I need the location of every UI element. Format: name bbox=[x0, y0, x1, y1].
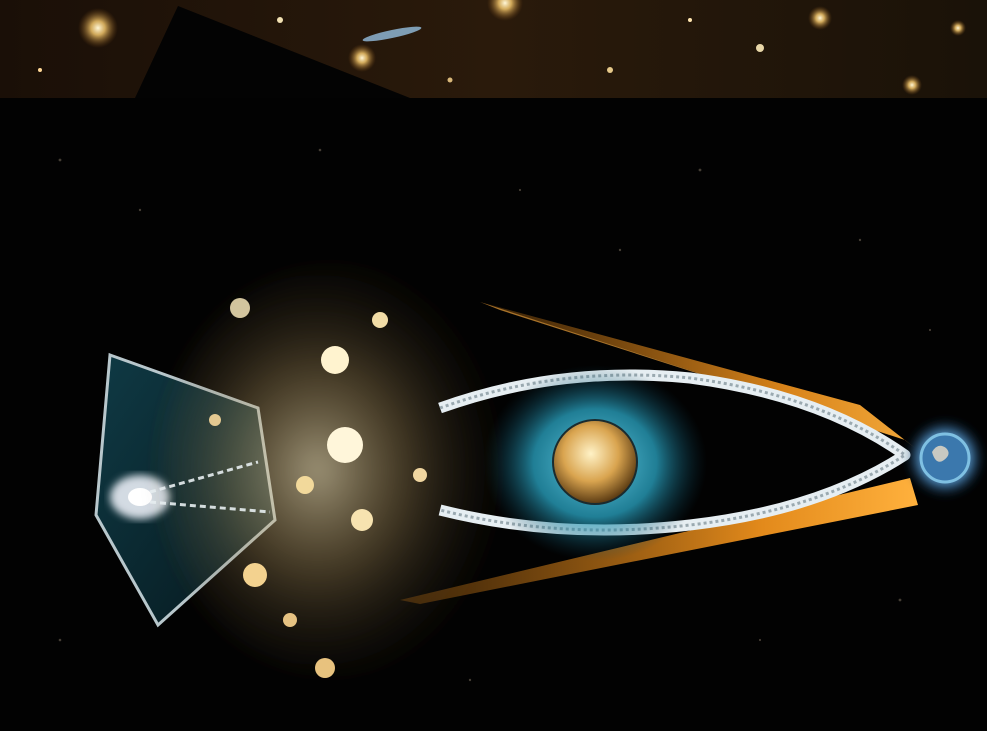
top-galaxy-field bbox=[0, 0, 987, 98]
galaxy-cluster bbox=[160, 265, 510, 678]
lens-galaxy bbox=[483, 365, 707, 561]
observer-earth bbox=[905, 418, 985, 498]
